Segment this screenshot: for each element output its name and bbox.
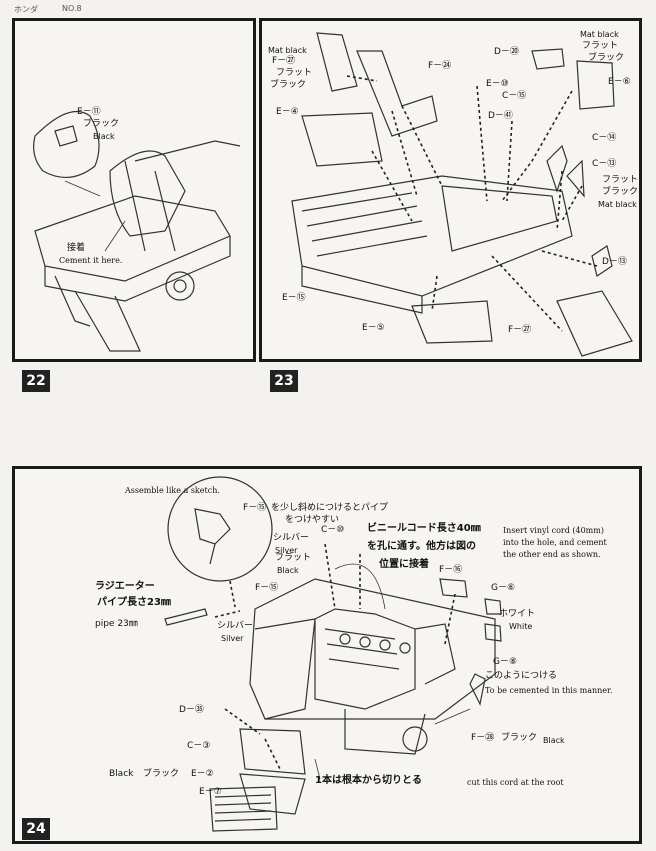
step24-f15-note-jp2: をつけやすい [285, 515, 340, 525]
step24-vinyl-en1: Insert vinyl cord (40mm) [503, 526, 604, 535]
step-23-frame: Mat black F－㉗ フラット ブラック F－㉔ E－④ E－⑮ E－⑤ … [259, 18, 642, 362]
step24-f28-color-en: Black [543, 736, 565, 745]
step23-d13: D－⑬ [602, 257, 627, 267]
step24-cement-manner-jp: このようにつける [485, 671, 558, 681]
step23-e15: E－⑮ [282, 293, 306, 303]
step-24-number: 24 [22, 818, 50, 840]
step24-black-en: Black [109, 769, 134, 779]
step23-c15: C－⑮ [502, 91, 527, 101]
step23-f27top-color3: ブラック [270, 80, 307, 90]
step24-f28: F－㉘ [471, 733, 495, 743]
step24-d35: D－㉟ [179, 705, 204, 715]
step22-cement-jp: 接着 [67, 243, 86, 253]
step24-flat-black-jp: フラット [275, 553, 312, 563]
step-22-number: 22 [22, 370, 50, 392]
step-22-frame: E－⑪ ブラック Black 接着 Cement it here. [12, 18, 256, 362]
step24-assemble: Assemble like a sketch. [125, 486, 220, 495]
step23-c13: C－⑬ [592, 159, 617, 169]
step24-c3: C－③ [187, 741, 211, 751]
step23-e5: E－⑤ [362, 323, 385, 333]
step23-d41: D－㊶ [488, 111, 513, 121]
step23-mat-black-mid: Mat black [598, 200, 637, 209]
step-24-illustration [164, 476, 502, 832]
step24-g8: G－⑧ [493, 657, 518, 667]
step23-c14: C－⑭ [592, 133, 617, 143]
step24-pipe-en: pipe 23㎜ [95, 619, 138, 629]
step22-color-jp: ブラック [83, 119, 120, 129]
step-24-frame: Assemble like a sketch. F－⑮ を少し斜めにつけるとパイ… [12, 466, 642, 844]
step24-vinyl-jp1: ビニールコード長さ40㎜ [367, 523, 481, 534]
step24-f15-note-jp1: を少し斜めにつけるとパイプ [271, 503, 389, 513]
step24-f15: F－⑮ [255, 583, 279, 593]
header-number: NO.8 [62, 4, 82, 13]
step23-f27top-color1: Mat black [268, 46, 307, 55]
step23-flat-mid: フラット [602, 175, 639, 185]
step24-radiator-jp: ラジエーター [95, 581, 155, 592]
step23-f24: F－㉔ [428, 61, 452, 71]
step24-f28-color-jp: ブラック [501, 733, 538, 743]
step23-f27-bottom: F－㉗ [508, 325, 532, 335]
step24-e7: E－⑦ [199, 787, 222, 797]
step24-vinyl-jp3: 位置に接着 [379, 559, 429, 570]
step24-g6: G－⑥ [491, 583, 516, 593]
header-maker: ホンダ [14, 5, 38, 14]
step24-e2: E－② [191, 769, 214, 779]
step23-d20: D－⑳ [494, 47, 519, 57]
step23-e4: E－④ [276, 107, 299, 117]
step24-flat-black-en: Black [277, 566, 299, 575]
step22-cement-en: Cement it here. [59, 256, 123, 265]
step24-vinyl-en3: the other end as shown. [503, 550, 601, 559]
step23-e10: E－⑩ [486, 79, 509, 89]
step24-black-jp: ブラック [143, 769, 180, 779]
step24-cut-jp: 1本は根本から切りとる [315, 775, 422, 786]
step24-f16: F－⑯ [439, 565, 463, 575]
step23-f27top-color2: フラット [276, 68, 313, 78]
step24-silver2-jp: シルバー [217, 621, 254, 631]
step24-white-jp: ホワイト [499, 609, 536, 619]
step23-e6: E－⑥ [608, 77, 631, 87]
step23-flat-top: フラット [582, 41, 619, 51]
step23-f27top: F－㉗ [272, 56, 296, 66]
step24-vinyl-jp2: を孔に通す。他方は図の [367, 541, 476, 552]
step22-color-en: Black [93, 132, 115, 141]
step-22-illustration [33, 110, 241, 352]
step24-silver-jp: シルバー [273, 533, 310, 543]
step24-pipe-jp: パイプ長さ23㎜ [97, 597, 171, 608]
step24-silver-en: Silver [275, 546, 298, 555]
step-23-number: 23 [270, 370, 298, 392]
step24-cut-en: cut this cord at the root [467, 778, 564, 787]
step-23-illustration [291, 32, 633, 357]
step24-white-en: White [509, 622, 533, 631]
step24-vinyl-en2: into the hole, and cement [503, 538, 607, 547]
step24-cement-manner-en: To be cemented in this manner. [485, 686, 613, 695]
step22-part-e11: E－⑪ [77, 107, 101, 117]
step24-silver2-en: Silver [221, 634, 244, 643]
step23-mat-black-top: Mat black [580, 30, 619, 39]
step23-black-mid: ブラック [602, 187, 639, 197]
step23-black-top: ブラック [588, 53, 625, 63]
step24-f15-note-part: F－⑮ [243, 503, 267, 513]
step24-c10: C－⑩ [321, 525, 345, 535]
